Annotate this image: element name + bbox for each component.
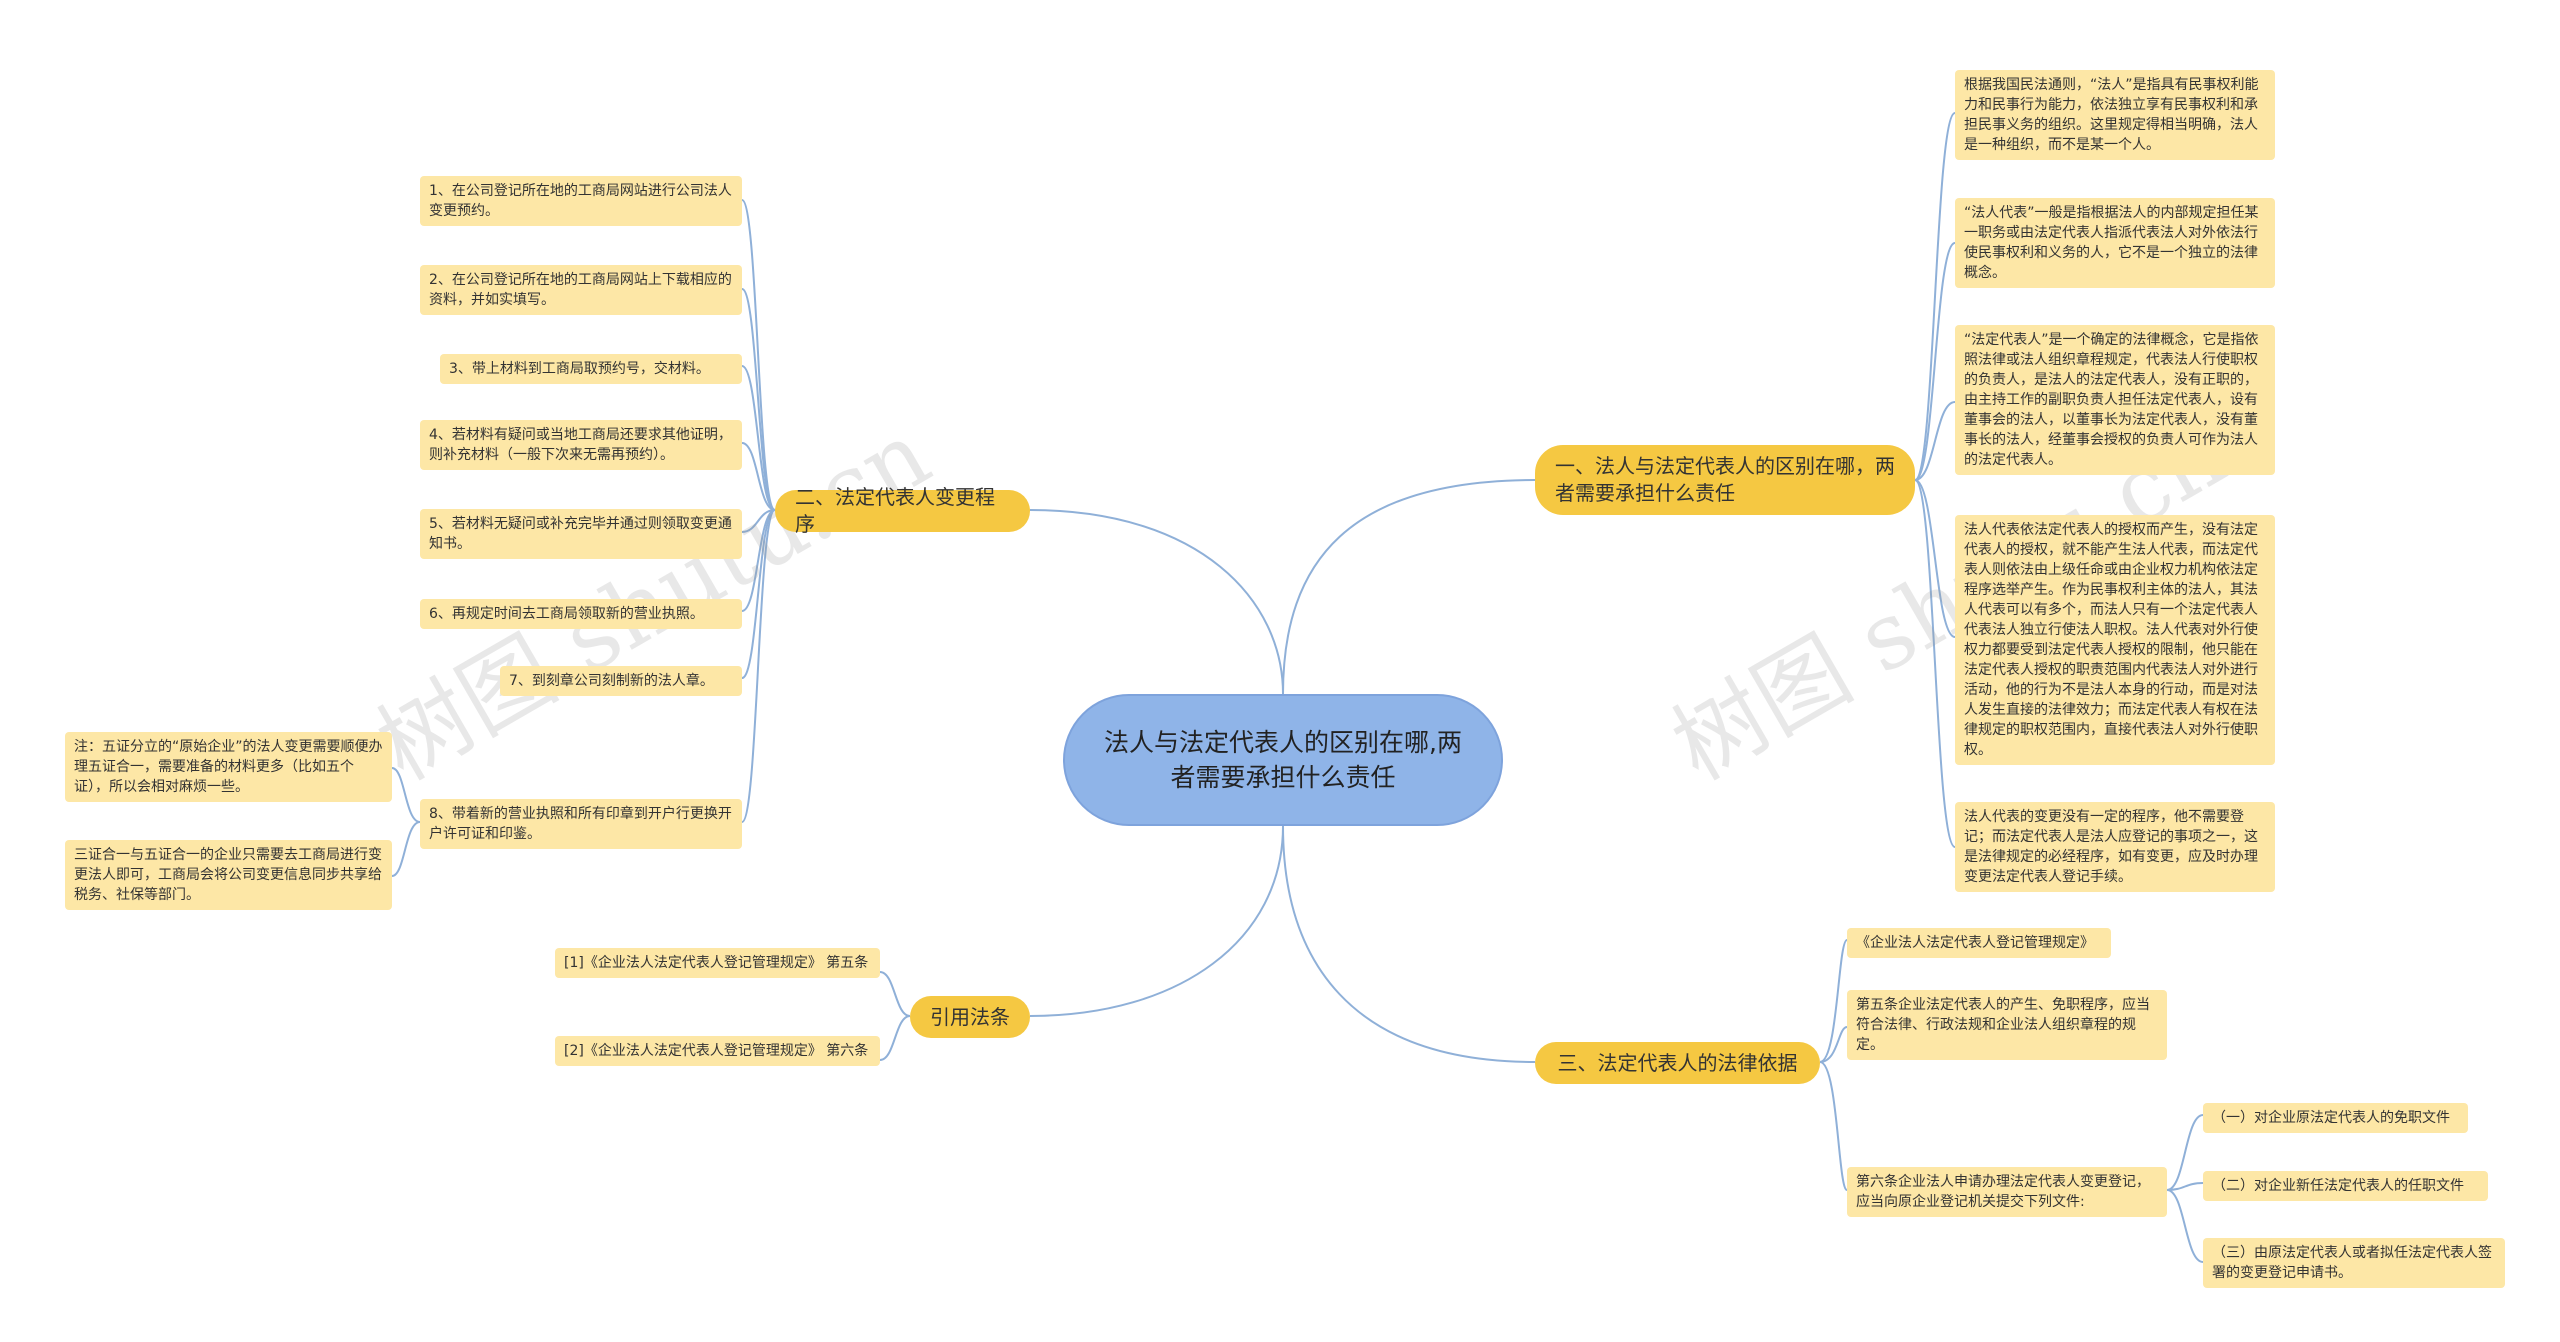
branch-difference[interactable]: 一、法人与法定代表人的区别在哪，两者需要承担什么责任 <box>1535 445 1915 515</box>
leaf-step-6[interactable]: 6、再规定时间去工商局领取新的营业执照。 <box>420 599 742 629</box>
leaf-change-registration[interactable]: 法人代表的变更没有一定的程序，他不需要登记；而法定代表人是法人应登记的事项之一，… <box>1955 802 2275 892</box>
leaf-citation-1[interactable]: [1]《企业法人法定代表人登记管理规定》 第五条 <box>555 948 880 978</box>
leaf-step-2[interactable]: 2、在公司登记所在地的工商局网站上下载相应的资料，并如实填写。 <box>420 265 742 315</box>
leaf-doc-application[interactable]: （三）由原法定代表人或者拟任法定代表人签署的变更登记申请书。 <box>2203 1238 2505 1288</box>
central-topic[interactable]: 法人与法定代表人的区别在哪,两者需要承担什么责任 <box>1063 694 1503 826</box>
leaf-step-7[interactable]: 7、到刻章公司刻制新的法人章。 <box>500 666 742 696</box>
leaf-legal-person-definition[interactable]: 根据我国民法通则，“法人”是指具有民事权利能力和民事行为能力，依法独立享有民事权… <box>1955 70 2275 160</box>
leaf-note-three-certificates[interactable]: 三证合一与五证合一的企业只需要去工商局进行变更法人即可，工商局会将公司变更信息同… <box>65 840 392 910</box>
leaf-authorization-difference[interactable]: 法人代表依法定代表人的授权而产生，没有法定代表人的授权，就不能产生法人代表，而法… <box>1955 515 2275 765</box>
branch-cited-articles[interactable]: 引用法条 <box>910 996 1030 1038</box>
branch-change-procedure[interactable]: 二、法定代表人变更程序 <box>775 485 1030 536</box>
leaf-doc-appointment[interactable]: （二）对企业新任法定代表人的任职文件 <box>2203 1171 2488 1201</box>
leaf-step-5[interactable]: 5、若材料无疑问或补充完毕并通过则领取变更通知书。 <box>420 509 742 559</box>
leaf-step-8[interactable]: 8、带着新的营业执照和所有印章到开户行更换开户许可证和印鉴。 <box>420 799 742 849</box>
leaf-step-4[interactable]: 4、若材料有疑问或当地工商局还要求其他证明，则补充材料（一般下次来无需再预约）。 <box>420 420 742 470</box>
leaf-note-five-certificates[interactable]: 注：五证分立的“原始企业”的法人变更需要顺便办理五证合一，需要准备的材料更多（比… <box>65 732 392 802</box>
leaf-regulation-title[interactable]: 《企业法人法定代表人登记管理规定》 <box>1847 928 2111 958</box>
leaf-article-5[interactable]: 第五条企业法定代表人的产生、免职程序，应当符合法律、行政法规和企业法人组织章程的… <box>1847 990 2167 1060</box>
branch-legal-basis[interactable]: 三、法定代表人的法律依据 <box>1535 1042 1820 1084</box>
leaf-article-6[interactable]: 第六条企业法人申请办理法定代表人变更登记，应当向原企业登记机关提交下列文件: <box>1847 1167 2167 1217</box>
leaf-legal-representative-definition[interactable]: “法人代表”一般是指根据法人的内部规定担任某一职务或由法定代表人指派代表法人对外… <box>1955 198 2275 288</box>
leaf-statutory-representative-definition[interactable]: “法定代表人”是一个确定的法律概念，它是指依照法律或法人组织章程规定，代表法人行… <box>1955 325 2275 475</box>
leaf-step-3[interactable]: 3、带上材料到工商局取预约号，交材料。 <box>440 354 742 384</box>
leaf-doc-removal[interactable]: （一）对企业原法定代表人的免职文件 <box>2203 1103 2468 1133</box>
leaf-step-1[interactable]: 1、在公司登记所在地的工商局网站进行公司法人变更预约。 <box>420 176 742 226</box>
leaf-citation-2[interactable]: [2]《企业法人法定代表人登记管理规定》 第六条 <box>555 1036 880 1066</box>
